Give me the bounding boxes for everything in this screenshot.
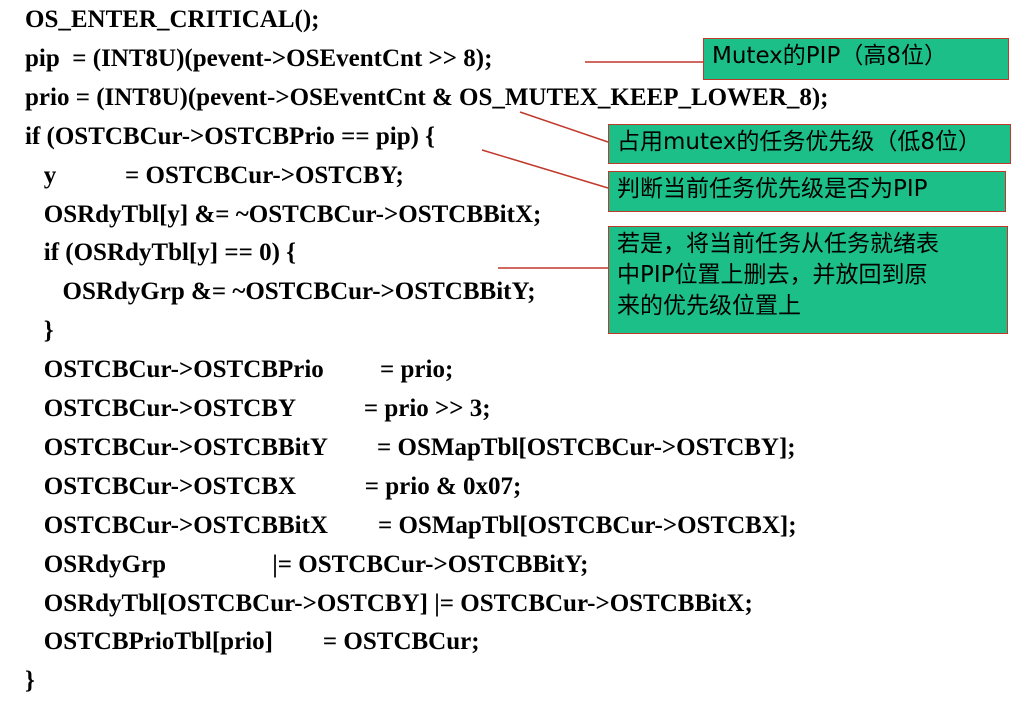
code-line: } bbox=[25, 667, 35, 695]
code-line: pip = (INT8U)(pevent->OSEventCnt >> 8); bbox=[25, 44, 493, 72]
code-line: if (OSTCBCur->OSTCBPrio == pip) { bbox=[25, 122, 436, 150]
code-line: y = OSTCBCur->OSTCBY; bbox=[25, 161, 404, 189]
leader-line-if bbox=[481, 149, 609, 189]
code-line: OS_ENTER_CRITICAL(); bbox=[25, 6, 320, 33]
code-line: OSTCBCur->OSTCBPrio = prio; bbox=[25, 356, 454, 384]
code-line: OSTCBCur->OSTCBBitX = OSMapTbl[OSTCBCur-… bbox=[25, 511, 797, 539]
leader-line-prio bbox=[519, 111, 609, 143]
code-line: OSTCBCur->OSTCBBitY = OSMapTbl[OSTCBCur-… bbox=[25, 433, 796, 461]
code-line: OSRdyGrp &= ~OSTCBCur->OSTCBBitY; bbox=[25, 278, 536, 306]
code-line: OSRdyGrp |= OSTCBCur->OSTCBBitY; bbox=[25, 550, 589, 578]
code-line: prio = (INT8U)(pevent->OSEventCnt & OS_M… bbox=[25, 83, 829, 111]
code-line: OSTCBCur->OSTCBY = prio >> 3; bbox=[25, 395, 491, 422]
code-line: if (OSRdyTbl[y] == 0) { bbox=[25, 239, 296, 267]
note-owner-priority: 占用mutex的任务优先级（低8位） bbox=[608, 124, 1011, 164]
code-line: OSRdyTbl[y] &= ~OSTCBCur->OSTCBBitX; bbox=[25, 200, 542, 228]
code-line: OSTCBPrioTbl[prio] = OSTCBCur; bbox=[25, 628, 480, 656]
note-remove-and-restore: 若是，将当前任务从任务就绪表 中PIP位置上删去，并放回到原 来的优先级位置上 bbox=[608, 226, 1008, 334]
note-check-pip: 判断当前任务优先级是否为PIP bbox=[608, 171, 1006, 212]
code-line: OSRdyTbl[OSTCBCur->OSTCBY] |= OSTCBCur->… bbox=[25, 589, 753, 617]
code-line: OSTCBCur->OSTCBX = prio & 0x07; bbox=[25, 472, 522, 500]
code-line: } bbox=[25, 317, 54, 345]
note-mutex-pip: Mutex的PIP（高8位） bbox=[703, 38, 1009, 80]
